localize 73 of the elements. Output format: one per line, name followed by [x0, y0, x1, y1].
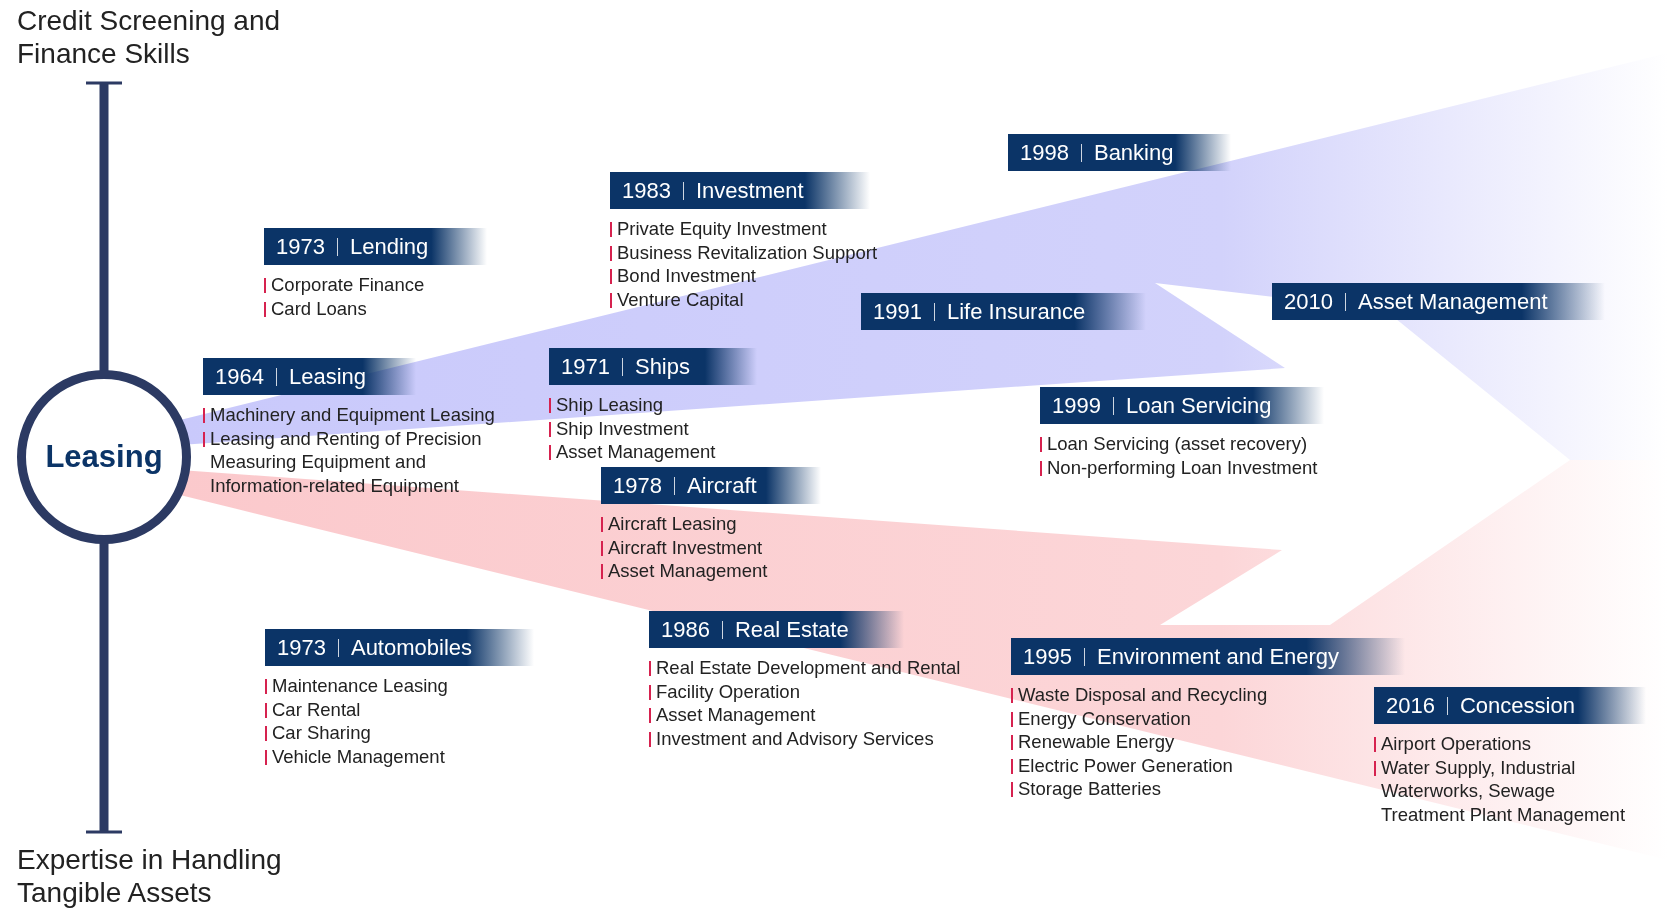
business-item: Asset Management	[556, 440, 716, 464]
year: 1971	[561, 353, 610, 381]
business-item: Card Loans	[271, 296, 367, 320]
business-title: Environment and Energy	[1096, 643, 1340, 671]
year: 1986	[661, 616, 710, 644]
business-title: Investment	[695, 177, 804, 205]
year: 1973	[277, 634, 326, 662]
business-title: Automobiles	[350, 634, 473, 662]
business-item: Waste Disposal and Recycling	[1018, 683, 1268, 707]
year-banner	[610, 172, 870, 209]
business-item: Machinery and Equipment Leasing	[210, 403, 495, 427]
business-title: Aircraft	[686, 472, 757, 500]
year-banner	[265, 629, 534, 666]
business-title: Loan Servicing	[1125, 392, 1272, 420]
year-banner	[203, 358, 416, 395]
business-item: Energy Conservation	[1018, 706, 1191, 730]
business-item: Aircraft Investment	[608, 535, 763, 559]
year: 1998	[1020, 139, 1069, 167]
year-banner	[549, 348, 757, 385]
business-item: Airport Operations	[1381, 732, 1532, 756]
business-title: Real Estate	[734, 616, 849, 644]
business-item: Bond Investment	[617, 264, 756, 288]
year: 1995	[1023, 643, 1072, 671]
business-item: Corporate Finance	[271, 273, 425, 297]
business-item: Loan Servicing (asset recovery)	[1047, 432, 1308, 456]
year-banner	[1008, 134, 1231, 171]
year-banner	[649, 611, 904, 648]
business-item: Vehicle Management	[272, 744, 445, 768]
business-item: Facility Operation	[656, 679, 800, 703]
business-item: Asset Management	[608, 559, 768, 583]
year: 1991	[873, 298, 922, 326]
year: 1973	[276, 233, 325, 261]
business-title: Life Insurance	[946, 298, 1086, 326]
year-banner	[601, 467, 821, 504]
business-item: Business Revitalization Support	[617, 240, 878, 264]
business-item: Water Supply, Industrial Waterworks, Sewage Treatment Plant Management	[1381, 755, 1627, 826]
business-item: Ship Leasing	[556, 393, 663, 417]
axis-label: Expertise in Handling Tangible Assets	[17, 843, 283, 909]
year: 1999	[1052, 392, 1101, 420]
business-title: Leasing	[288, 363, 367, 391]
business-title: Ships	[634, 353, 690, 381]
year: 1964	[215, 363, 264, 391]
business-item: Investment and Advisory Services	[656, 726, 934, 750]
year-banner	[264, 228, 487, 265]
year: 1978	[613, 472, 662, 500]
business-item: Maintenance Leasing	[272, 674, 448, 698]
year-banner	[861, 293, 1146, 330]
business-item: Venture Capital	[617, 287, 744, 311]
year-banner	[1011, 638, 1405, 675]
business-item: Renewable Energy	[1018, 730, 1175, 754]
business-item: Electric Power Generation	[1018, 753, 1233, 777]
business-title: Banking	[1093, 139, 1174, 167]
business-item: Aircraft Leasing	[608, 512, 737, 536]
year-banner	[1040, 387, 1324, 424]
business-item: Real Estate Development and Rental	[656, 656, 961, 680]
business-item: Private Equity Investment	[617, 217, 827, 241]
business-item: Car Rental	[272, 697, 361, 721]
business-item: Asset Management	[656, 703, 816, 727]
business-title: Concession	[1459, 692, 1575, 720]
business-item: Non-performing Loan Investment	[1047, 455, 1318, 479]
business-item: Storage Batteries	[1018, 777, 1161, 801]
core-title: Leasing	[45, 437, 163, 476]
business-item: Ship Investment	[556, 416, 689, 440]
business-item: Leasing and Renting of Precision Measuring Equipment and Information-related Equipment	[210, 426, 483, 497]
axis-label: Credit Screening and Finance Skills	[17, 4, 282, 70]
year-banner	[1272, 283, 1605, 320]
year: 2016	[1386, 692, 1435, 720]
business-title: Lending	[349, 233, 429, 261]
business-title: Asset Management	[1357, 288, 1548, 316]
year: 2010	[1284, 288, 1333, 316]
year-banner	[1374, 687, 1646, 724]
year: 1983	[622, 177, 671, 205]
business-item: Car Sharing	[272, 721, 371, 745]
